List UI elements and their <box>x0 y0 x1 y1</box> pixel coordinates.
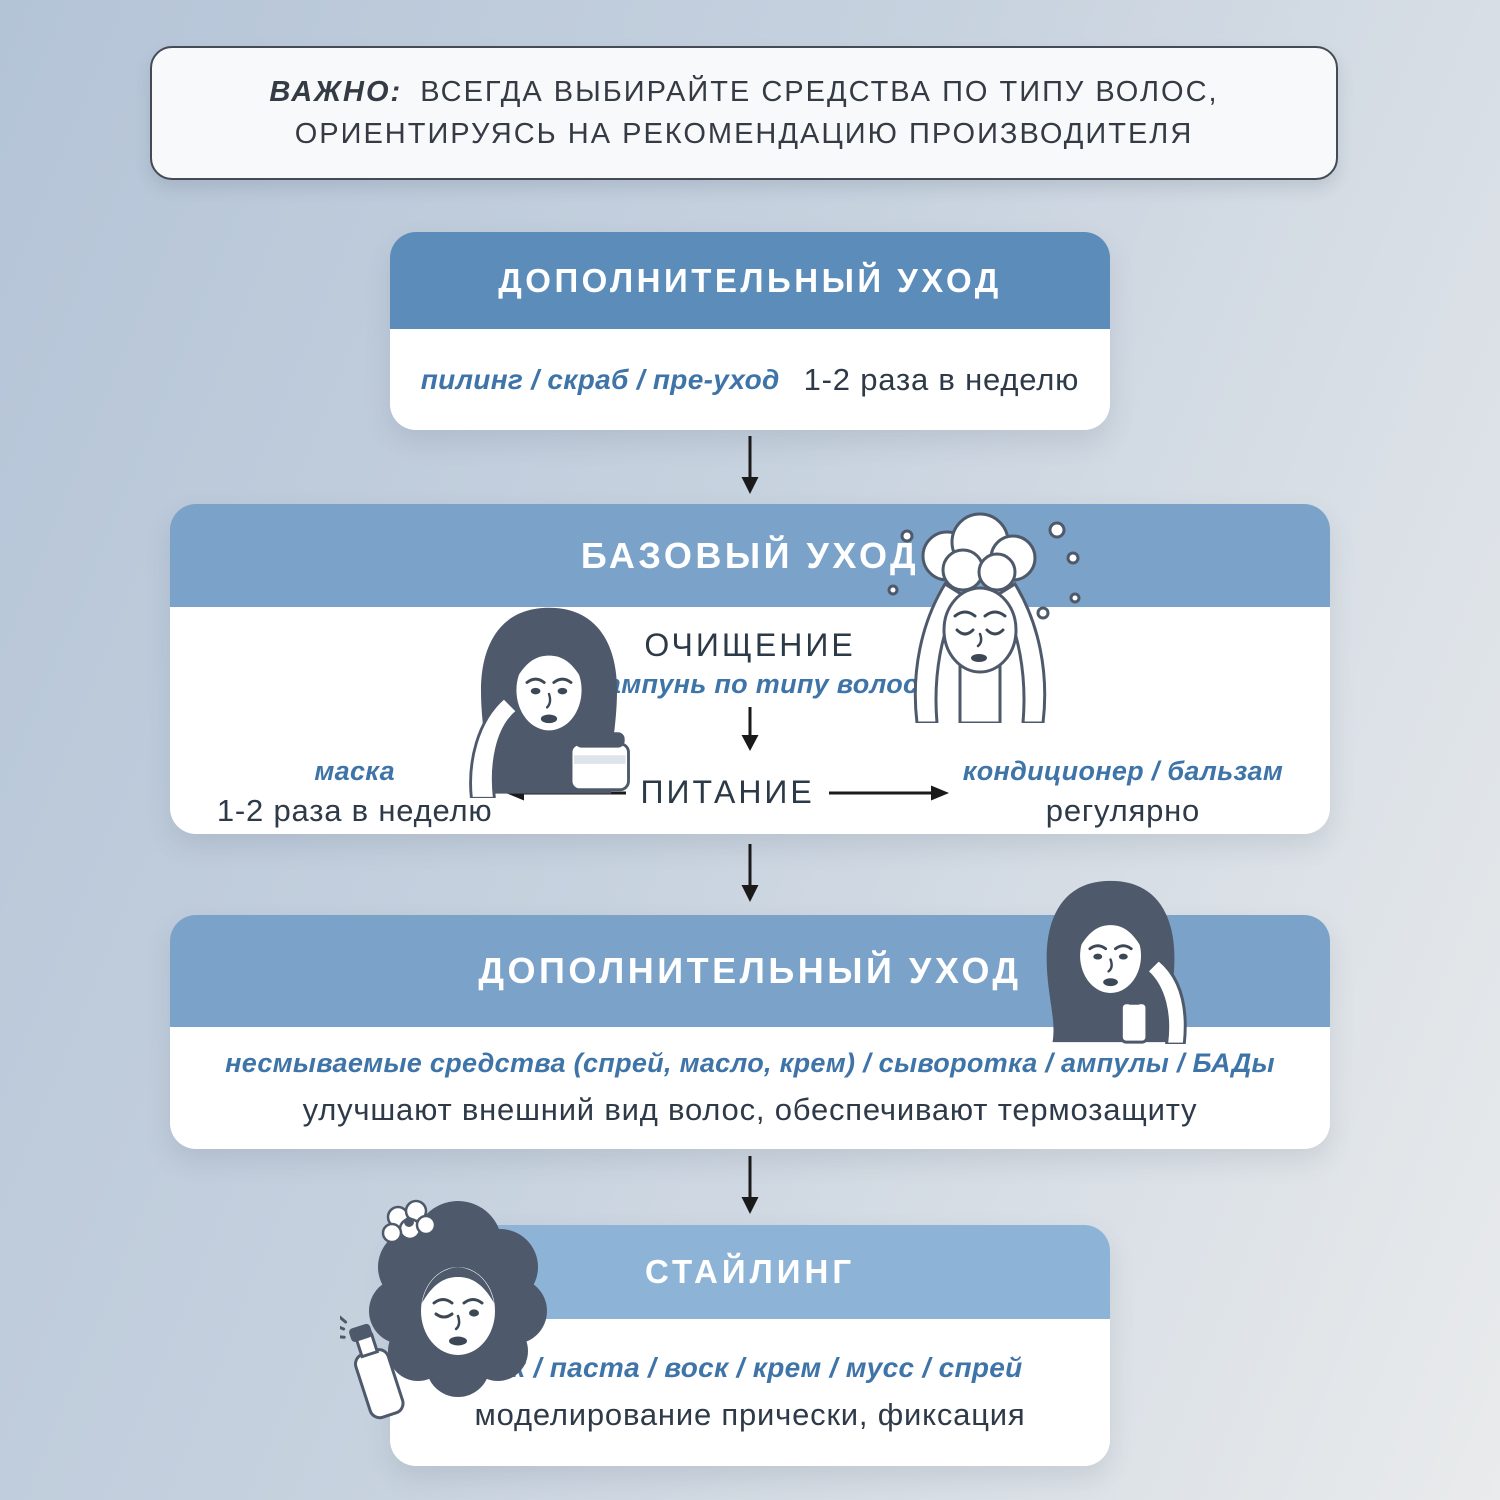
nutrition-label: ПИТАНИЕ <box>640 774 815 810</box>
card-extra-care-title: ДОПОЛНИТЕЛЬНЫЙ УХОД <box>478 950 1022 991</box>
card-extra-care-body: несмываемые средства (спрей, масло, крем… <box>170 1027 1330 1149</box>
notice-paragraph: ВАЖНО: ВСЕГДА ВЫБИРАЙТЕ СРЕДСТВА ПО ТИПУ… <box>210 71 1278 155</box>
card-pre-care-title: ДОПОЛНИТЕЛЬНЫЙ УХОД <box>498 261 1002 299</box>
card-base-care: БАЗОВЫЙ УХОД ОЧИЩЕНИЕ шампунь по типу во… <box>170 504 1330 834</box>
styling-description: моделирование прически, фиксация <box>474 1397 1026 1432</box>
card-base-care-header: БАЗОВЫЙ УХОД <box>170 504 1330 607</box>
card-extra-care: ДОПОЛНИТЕЛЬНЫЙ УХОД несмываемые средства… <box>170 880 1330 1149</box>
important-notice: ВАЖНО: ВСЕГДА ВЫБИРАЙТЕ СРЕДСТВА ПО ТИПУ… <box>150 46 1338 180</box>
arrow-down-icon <box>741 1156 759 1214</box>
card-pre-care: ДОПОЛНИТЕЛЬНЫЙ УХОД пилинг / скраб / пре… <box>390 232 1110 430</box>
mask-product: маска <box>314 756 395 786</box>
card-styling-title: СТАЙЛИНГ <box>644 1253 856 1290</box>
conditioner-block: кондиционер / бальзам регулярно <box>963 756 1283 829</box>
pre-care-products: пилинг / скраб / пре-уход <box>420 363 780 395</box>
extra-care-products: несмываемые средства (спрей, масло, крем… <box>225 1048 1275 1078</box>
card-pre-care-body: пилинг / скраб / пре-уход 1-2 раза в нед… <box>390 329 1110 430</box>
cleansing-products: шампунь по типу волос <box>581 669 919 699</box>
conditioner-frequency: регулярно <box>1045 793 1201 828</box>
arrow-right-icon <box>828 785 949 800</box>
washing-hair-illustration <box>887 512 1081 723</box>
nutrition-row: маска 1-2 раза в неделю ПИТАНИЕ кондицио… <box>170 756 1330 829</box>
arrow-down-icon <box>741 436 759 494</box>
styling-products: лак / паста / воск / крем / мусс / спрей <box>477 1352 1023 1383</box>
extra-care-description: улучшают внешний вид волос, обеспечивают… <box>302 1092 1198 1127</box>
notice-body: ВСЕГДА ВЫБИРАЙТЕ СРЕДСТВА ПО ТИПУ ВОЛОС,… <box>294 75 1219 150</box>
mask-frequency: 1-2 раза в неделю <box>216 793 493 828</box>
conditioner-products: кондиционер / бальзам <box>962 756 1284 786</box>
cleansing-label: ОЧИЩЕНИЕ <box>644 627 856 663</box>
mask-block: маска 1-2 раза в неделю <box>217 756 493 829</box>
pre-care-frequency: 1-2 раза в неделю <box>803 361 1080 397</box>
spray-bottle-icon <box>340 1310 405 1420</box>
card-pre-care-header: ДОПОЛНИТЕЛЬНЫЙ УХОД <box>390 232 1110 329</box>
card-base-care-title: БАЗОВЫЙ УХОД <box>580 534 920 576</box>
card-styling: СТАЙЛИНГ лак / паста / воск / крем / мус… <box>340 1199 1110 1466</box>
styling-illustration <box>340 1199 547 1420</box>
hair-mask-illustration <box>469 607 630 799</box>
arrow-down-icon <box>741 844 759 902</box>
arrow-down-icon <box>741 707 759 751</box>
serum-illustration <box>1046 880 1187 1045</box>
card-base-care-body: ОЧИЩЕНИЕ шампунь по типу волос маска 1-2… <box>170 607 1330 834</box>
notice-emphasis: ВАЖНО: <box>269 75 403 108</box>
